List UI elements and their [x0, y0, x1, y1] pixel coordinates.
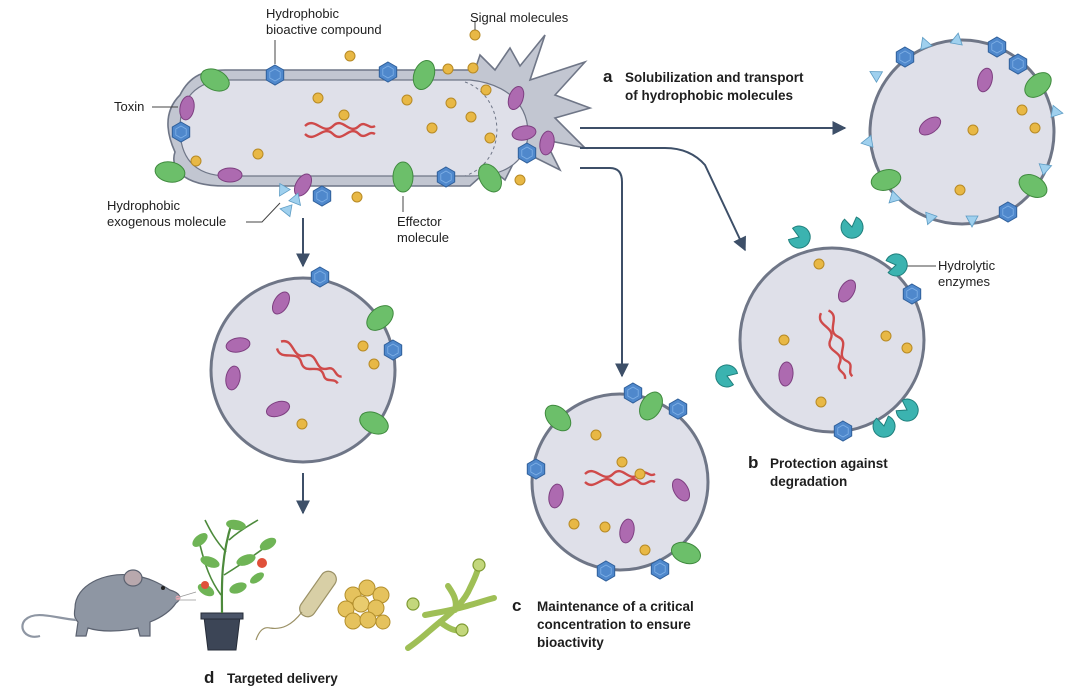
yellow-sphere-icon [465, 111, 477, 123]
yellow-sphere-icon [599, 521, 611, 533]
hydrolytic-enzyme-icon [839, 215, 866, 241]
hexagon-molecule-icon [517, 142, 537, 164]
hexagon-molecule-icon [312, 185, 332, 207]
arrow-to-b [580, 147, 746, 252]
yellow-sphere-icon [252, 148, 264, 160]
hydrolytic-enzyme-icon [786, 223, 814, 252]
hexagon-molecule-icon [265, 64, 285, 86]
hexagon-molecule-icon [623, 382, 643, 404]
yellow-sphere-icon [338, 109, 350, 121]
yellow-sphere-icon [568, 518, 580, 530]
hydrolytic-enzyme-icon [712, 361, 740, 390]
caption-d: d Targeted delivery [204, 668, 338, 687]
vesicle-c [526, 382, 710, 582]
caption-b: b Protection against degradation [748, 453, 892, 489]
label-toxin: Toxin [114, 99, 144, 114]
yellow-sphere-icon [484, 132, 496, 144]
yellow-sphere-icon [445, 97, 457, 109]
hexagon-molecule-icon [987, 36, 1007, 58]
hexagon-molecule-icon [1008, 53, 1028, 75]
yellow-sphere-icon [1016, 104, 1028, 116]
hexagon-molecule-icon [998, 201, 1018, 223]
yellow-sphere-icon [426, 122, 438, 134]
mouse-icon [21, 569, 197, 638]
label-hydrophobic-exogenous: Hydrophobic exogenous molecule [107, 198, 226, 229]
hexagon-molecule-icon [895, 46, 915, 68]
label-effector-molecule: Effector molecule [397, 214, 449, 245]
yellow-sphere-icon [634, 468, 646, 480]
caption-d-text: Targeted delivery [227, 671, 338, 686]
cell-cluster-icon [337, 579, 391, 630]
yellow-sphere-icon [357, 340, 369, 352]
hexagon-molecule-icon [171, 121, 191, 143]
yellow-sphere-icon [514, 174, 526, 186]
yellow-sphere-icon [880, 330, 892, 342]
yellow-sphere-icon [442, 63, 454, 75]
bacterium-icon [255, 570, 337, 641]
yellow-sphere-icon [967, 124, 979, 136]
arrows [296, 121, 847, 515]
caption-c: c Maintenance of a critical concentratio… [512, 596, 698, 650]
yellow-sphere-icon [312, 92, 324, 104]
label-signal-molecules: Signal molecules [470, 10, 569, 25]
hexagon-molecule-icon [902, 283, 922, 305]
caption-a: a Solubilization and transport of hydrop… [603, 67, 807, 103]
purple-ellipse-icon [217, 167, 243, 183]
hydrolytic-enzyme-icon [884, 251, 910, 278]
yellow-sphere-icon [813, 258, 825, 270]
arrow-to-c [580, 167, 629, 378]
callout-lines [152, 22, 936, 267]
yellow-sphere-icon [469, 29, 481, 41]
yellow-sphere-icon [954, 184, 966, 196]
yellow-sphere-icon [467, 62, 479, 74]
vesicle-b [712, 215, 926, 442]
yellow-sphere-icon [480, 84, 492, 96]
caption-c-text: Maintenance of a critical concentration … [537, 599, 698, 650]
vesicle-a [859, 31, 1065, 228]
hexagon-molecule-icon [833, 420, 853, 442]
yellow-sphere-icon [778, 334, 790, 346]
tomato-plant-icon [192, 519, 277, 651]
hexagon-molecule-icon [383, 339, 403, 361]
yellow-sphere-icon [815, 396, 827, 408]
yellow-sphere-icon [368, 358, 380, 370]
green-ellipse-icon [392, 161, 414, 193]
hexagon-molecule-icon [650, 558, 670, 580]
label-hydrolytic-enzymes: Hydrolytic enzymes [938, 258, 999, 289]
yellow-sphere-icon [351, 191, 363, 203]
hexagon-molecule-icon [310, 266, 330, 288]
hexagon-molecule-icon [436, 166, 456, 188]
fungal-hyphae-icon [405, 562, 497, 651]
exogenous-molecule-icon [866, 65, 883, 83]
exogenous-molecule-icon [278, 202, 293, 218]
caption-b-text: Protection against degradation [770, 456, 892, 489]
yellow-sphere-icon [296, 418, 308, 430]
hexagon-molecule-icon [378, 61, 398, 83]
yellow-sphere-icon [344, 50, 356, 62]
yellow-sphere-icon [401, 94, 413, 106]
yellow-sphere-icon [590, 429, 602, 441]
hexagon-molecule-icon [526, 458, 546, 480]
hexagon-molecule-icon [668, 398, 688, 420]
caption-c-letter: c [512, 596, 521, 615]
yellow-sphere-icon [901, 342, 913, 354]
bacterial-cell [152, 29, 593, 218]
caption-d-letter: d [204, 668, 214, 687]
yellow-sphere-icon [190, 155, 202, 167]
hexagon-molecule-icon [596, 560, 616, 582]
caption-b-letter: b [748, 453, 758, 472]
caption-a-letter: a [603, 67, 613, 86]
yellow-sphere-icon [616, 456, 628, 468]
fungal-spores [406, 558, 486, 637]
label-hydrophobic-bioactive: Hydrophobic bioactive compound [266, 6, 382, 37]
hydrolytic-enzyme-icon [871, 414, 898, 440]
vesicle-d [209, 266, 403, 464]
yellow-sphere-icon [1029, 122, 1041, 134]
yellow-sphere-icon [639, 544, 651, 556]
caption-a-text: Solubilization and transport of hydropho… [625, 70, 807, 103]
